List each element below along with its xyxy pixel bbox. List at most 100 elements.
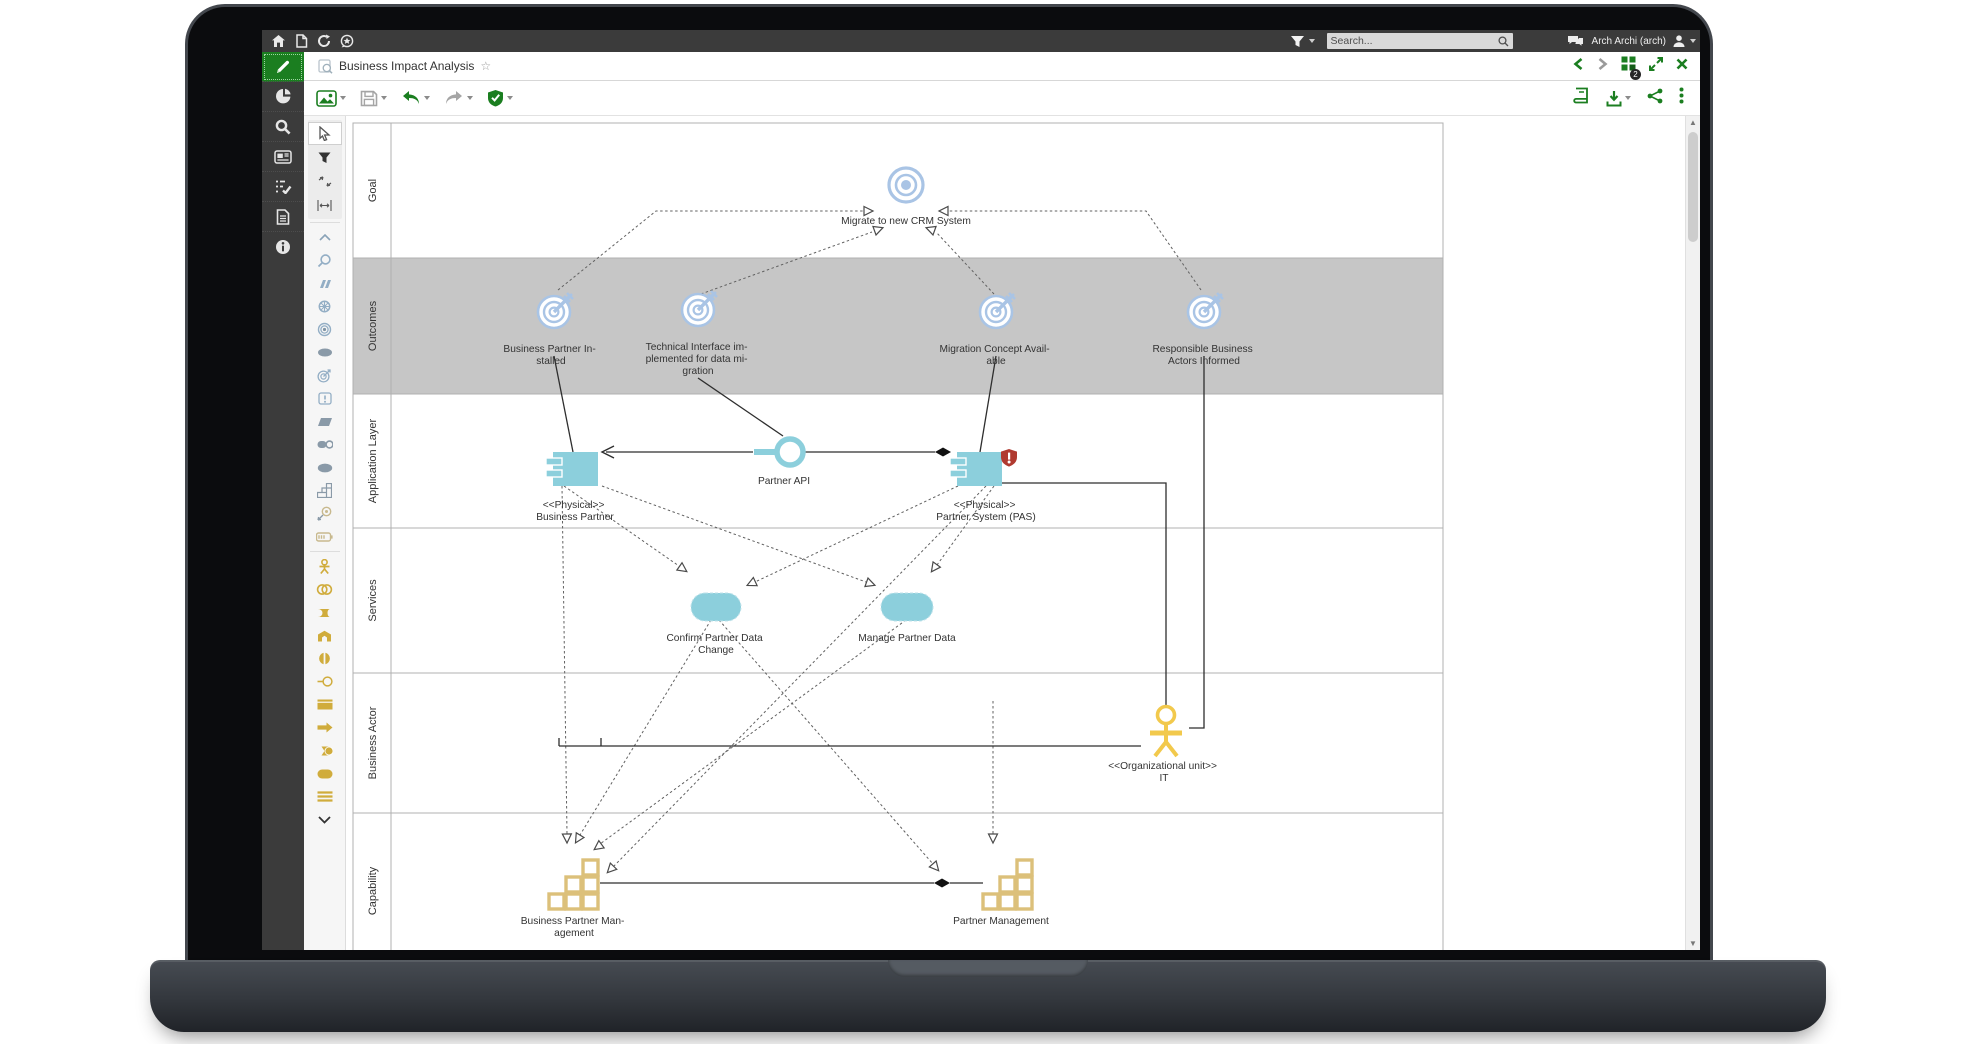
scroll-up-icon[interactable]: ▲ <box>1689 118 1697 127</box>
download-button[interactable] <box>1606 90 1631 107</box>
node-outcome-responsible-actors[interactable]: Responsible Business Actors Informed <box>1152 291 1255 367</box>
node-capability-partner-management[interactable]: Partner Management <box>953 858 1049 927</box>
palette-driver[interactable] <box>308 272 342 295</box>
sidebar-item-documents[interactable] <box>262 202 304 232</box>
palette-business-actor[interactable] <box>308 555 342 578</box>
connector-tool[interactable] <box>308 170 342 193</box>
node-app-partner-system[interactable]: <<Physical>> Partner System (PAS) <box>936 449 1036 523</box>
node-capability-business-partner-management[interactable]: Business Partner Man- agement <box>521 858 627 939</box>
svg-text:Confirm Partner Data: Confirm Partner Data Change <box>666 633 765 656</box>
palette-business-collaboration[interactable] <box>308 578 342 601</box>
palette-outcome[interactable] <box>308 364 342 387</box>
palette-business-role[interactable] <box>308 601 342 624</box>
undo-chevron-icon[interactable] <box>424 96 430 100</box>
diagram-canvas[interactable]: Goal Outcomes Application Layer Services… <box>346 116 1685 950</box>
palette-resource[interactable] <box>308 525 342 548</box>
node-app-business-partner[interactable]: <<Physical>> Business Partner <box>536 451 614 523</box>
filter-icon[interactable] <box>1290 35 1305 48</box>
scroll-down-icon[interactable]: ▼ <box>1689 939 1697 948</box>
export-image-button[interactable] <box>316 89 346 107</box>
favorite-star-icon[interactable]: ☆ <box>480 59 492 73</box>
pointer-tool[interactable] <box>307 122 342 145</box>
sidebar-item-design[interactable] <box>262 52 304 82</box>
business-impact-analysis-diagram: Goal Outcomes Application Layer Services… <box>352 122 1444 950</box>
redo-chevron-icon[interactable] <box>467 96 473 100</box>
chat-icon[interactable] <box>1567 34 1584 48</box>
node-service-manage-partner-data[interactable]: Manage Partner Data <box>858 592 956 644</box>
palette-principle[interactable] <box>308 410 342 433</box>
search-input[interactable]: Search... <box>1326 33 1513 49</box>
palette-business-service[interactable] <box>308 762 342 785</box>
save-button[interactable] <box>360 90 387 107</box>
sidebar-item-search[interactable] <box>262 112 304 142</box>
model-book-icon[interactable] <box>1573 87 1590 109</box>
share-icon[interactable] <box>1647 88 1663 109</box>
solid-connectors <box>553 355 1205 884</box>
palette-constraint[interactable] <box>308 387 342 410</box>
sidebar-item-presentations[interactable] <box>262 142 304 172</box>
svg-text:Migration Concept Avail-: Migration Concept Avail- able <box>939 344 1052 367</box>
palette-product[interactable] <box>308 785 342 808</box>
tab-prev-icon[interactable] <box>1573 57 1584 75</box>
lane-label-application-layer[interactable]: Application Layer <box>367 418 379 503</box>
palette-business-interface[interactable] <box>308 670 342 693</box>
palette-business-process[interactable] <box>308 716 342 739</box>
node-outcome-migration-concept[interactable]: Migration Concept Avail- able <box>939 291 1052 367</box>
palette-course-of-action[interactable] <box>308 502 342 525</box>
palette-business-interaction[interactable] <box>308 647 342 670</box>
spacing-tool[interactable] <box>308 194 342 217</box>
more-options-icon[interactable] <box>1679 87 1684 109</box>
download-chevron-icon[interactable] <box>1625 96 1631 100</box>
node-interface-partner-api[interactable]: Partner API <box>754 436 810 487</box>
palette-business-function[interactable] <box>308 624 342 647</box>
fullscreen-icon[interactable] <box>1649 56 1663 76</box>
lane-label-goal[interactable]: Goal <box>367 179 379 202</box>
sidebar-item-info[interactable] <box>262 232 304 262</box>
scrollbar-thumb[interactable] <box>1688 132 1698 242</box>
swimlanes: Goal Outcomes Application Layer Services… <box>352 122 1444 950</box>
validate-chevron-icon[interactable] <box>507 96 513 100</box>
node-service-confirm-partner-data[interactable]: Confirm Partner Data Change <box>666 592 765 656</box>
validate-button[interactable] <box>487 89 513 107</box>
palette-assessment[interactable] <box>308 295 342 318</box>
lane-label-services[interactable]: Services <box>367 579 379 622</box>
undo-button[interactable] <box>401 90 430 107</box>
filter-chevron-icon[interactable] <box>1308 39 1315 43</box>
redo-button[interactable] <box>444 90 473 107</box>
palette-business-event[interactable] <box>308 739 342 762</box>
node-outcome-business-partner-installed[interactable]: Business Partner In- stalled <box>503 291 598 367</box>
node-outcome-technical-interface[interactable]: Technical Interface im- plemented for da… <box>646 289 751 377</box>
home-icon[interactable] <box>271 34 286 48</box>
open-windows-icon[interactable]: 2 <box>1621 56 1641 80</box>
sidebar-item-tasks[interactable] <box>262 172 304 202</box>
palette-value[interactable] <box>308 456 342 479</box>
palette-business-object[interactable] <box>308 693 342 716</box>
new-document-icon[interactable] <box>295 34 308 48</box>
tab-next-icon[interactable] <box>1597 57 1608 75</box>
user-avatar-icon[interactable] <box>1672 34 1686 48</box>
user-menu-chevron-icon[interactable] <box>1690 39 1696 43</box>
lane-label-business-actor[interactable]: Business Actor <box>367 706 379 779</box>
current-user-name[interactable]: Arch Archi (arch) <box>1591 35 1666 47</box>
palette-goal[interactable] <box>308 318 342 341</box>
palette-capability[interactable] <box>308 479 342 502</box>
save-chevron-icon[interactable] <box>381 96 387 100</box>
palette-stakeholder[interactable] <box>308 249 342 272</box>
palette-scroll-up[interactable] <box>308 226 342 249</box>
canvas-vertical-scrollbar[interactable]: ▲ ▼ <box>1685 116 1700 950</box>
lane-label-capability[interactable]: Capability <box>367 866 379 915</box>
node-goal-migrate-crm[interactable]: Migrate to new CRM System <box>841 166 971 227</box>
recent-objects-icon[interactable] <box>317 34 331 48</box>
node-actor-it[interactable]: <<Organizational unit>> IT <box>1108 704 1220 785</box>
filter-tool[interactable] <box>308 146 342 169</box>
palette-outcome-oval[interactable] <box>308 341 342 364</box>
lane-label-outcomes[interactable]: Outcomes <box>367 300 379 351</box>
sidebar-item-dashboard[interactable] <box>262 82 304 112</box>
close-tab-icon[interactable] <box>1676 57 1688 75</box>
tab-business-impact-analysis[interactable]: Business Impact Analysis ☆ <box>304 52 501 80</box>
palette-meaning[interactable] <box>308 433 342 456</box>
validation-error-icon[interactable] <box>1001 449 1017 467</box>
export-image-chevron-icon[interactable] <box>340 96 346 100</box>
palette-scroll-down[interactable] <box>308 808 342 831</box>
favorites-icon[interactable] <box>340 34 354 48</box>
